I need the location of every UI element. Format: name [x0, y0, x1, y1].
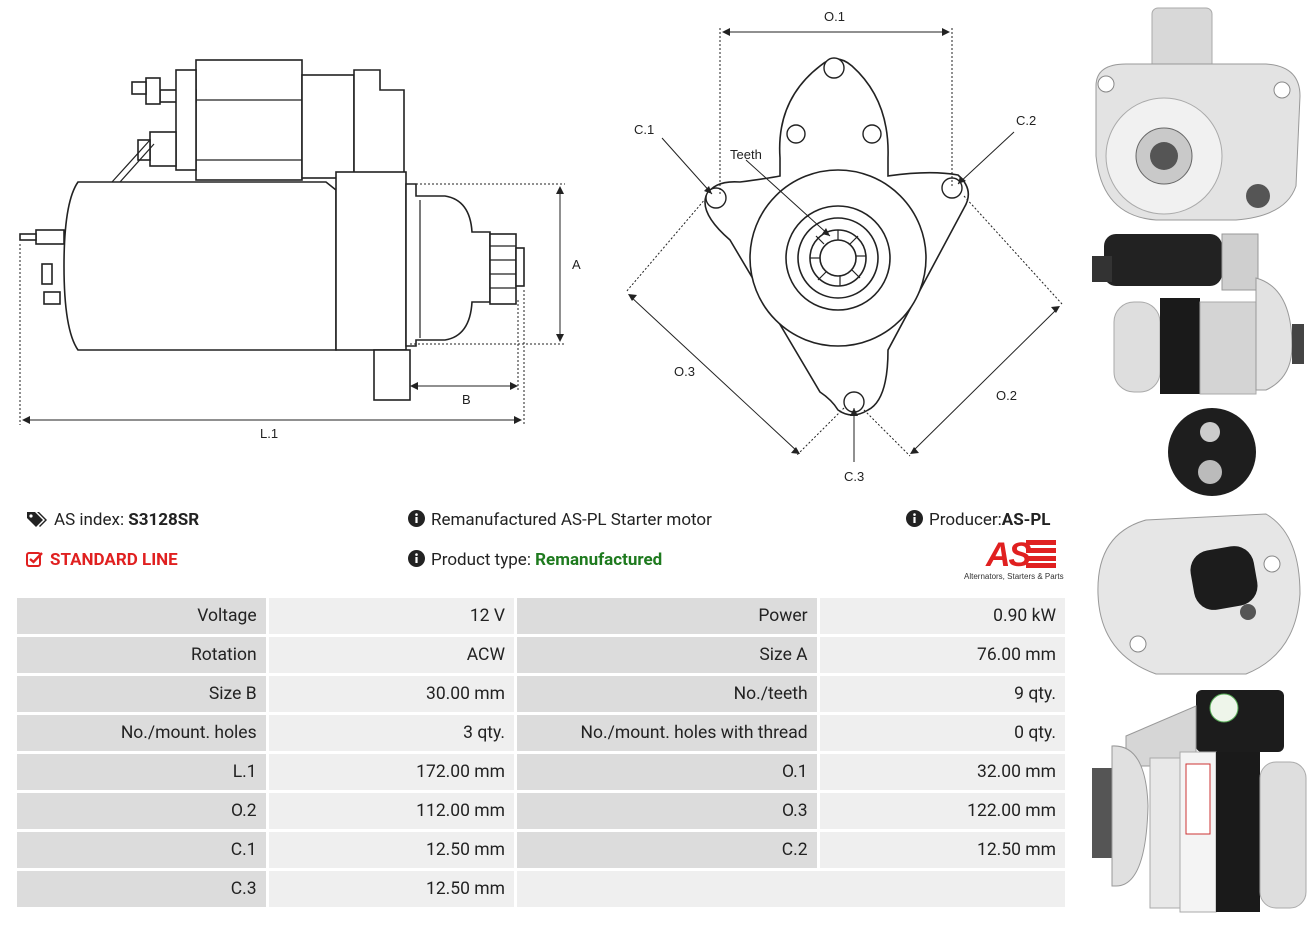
table-row: Voltage 12 V Power 0.90 kW	[17, 598, 1065, 634]
producer-value: AS-PL	[1001, 510, 1051, 530]
product-type-value: Remanufactured	[535, 550, 663, 570]
product-photo-front[interactable]	[1086, 6, 1310, 226]
spec-key: C.3	[17, 871, 266, 907]
standard-line: STANDARD LINE	[26, 550, 178, 570]
front-view-drawing: O.1 C.1 C.2 Teeth O.3 O.2 C.3	[625, 9, 1063, 484]
as-index-value: S3128SR	[128, 510, 200, 530]
table-row: L.1 172.00 mm O.1 32.00 mm	[17, 754, 1065, 790]
spec-value: 172.00 mm	[268, 754, 514, 790]
product-type: Product type: Remanufactured	[408, 550, 662, 570]
table-row: Size B 30.00 mm No./teeth 9 qty.	[17, 676, 1065, 712]
dim-label-o1: O.1	[824, 9, 845, 24]
spec-key: O.1	[516, 754, 817, 790]
table-row: Rotation ACW Size A 76.00 mm	[17, 637, 1065, 673]
spec-value: 112.00 mm	[268, 793, 514, 829]
table-row: C.1 12.50 mm C.2 12.50 mm	[17, 832, 1065, 868]
as-index: AS index: S3128SR	[26, 510, 199, 530]
logo-stripes	[1026, 540, 1056, 568]
spec-table: Voltage 12 V Power 0.90 kW Rotation ACW …	[14, 595, 1068, 910]
product-type-label: Product type:	[431, 550, 531, 570]
product-photo-rear[interactable]	[1086, 404, 1310, 680]
spec-value: 3 qty.	[268, 715, 514, 751]
spec-value: 12.50 mm	[268, 871, 514, 907]
spec-value: 30.00 mm	[268, 676, 514, 712]
spec-value: 122.00 mm	[819, 793, 1065, 829]
spec-key: Rotation	[17, 637, 266, 673]
spec-key: No./teeth	[516, 676, 817, 712]
dim-label-b: B	[462, 392, 471, 407]
empty-cell	[516, 871, 1065, 907]
dim-label-o2: O.2	[996, 388, 1017, 403]
spec-key: L.1	[17, 754, 266, 790]
spec-key: C.2	[516, 832, 817, 868]
spec-value: 12.50 mm	[819, 832, 1065, 868]
spec-key: C.1	[17, 832, 266, 868]
table-row: O.2 112.00 mm O.3 122.00 mm	[17, 793, 1065, 829]
dim-label-o3: O.3	[674, 364, 695, 379]
spec-value: 12 V	[268, 598, 514, 634]
tags-icon	[27, 512, 47, 527]
spec-key: Size B	[17, 676, 266, 712]
spec-key: Voltage	[17, 598, 266, 634]
spec-value: 32.00 mm	[819, 754, 1065, 790]
spec-value: 0.90 kW	[819, 598, 1065, 634]
dim-label-l1: L.1	[260, 426, 278, 441]
product-photo-label-side[interactable]	[1086, 686, 1310, 922]
table-row: C.3 12.50 mm	[17, 871, 1065, 907]
checkbox-checked-icon	[26, 552, 43, 567]
description-text: Remanufactured AS-PL Starter motor	[431, 510, 712, 530]
producer-label: Producer:	[929, 510, 1002, 530]
logo-text: AS	[986, 536, 1031, 574]
spec-value: 76.00 mm	[819, 637, 1065, 673]
table-row: No./mount. holes 3 qty. No./mount. holes…	[17, 715, 1065, 751]
spec-key: No./mount. holes with thread	[516, 715, 817, 751]
dim-label-c3: C.3	[844, 469, 864, 484]
side-view-drawing: A B L.1	[19, 59, 581, 441]
product-description: Remanufactured AS-PL Starter motor	[408, 510, 712, 530]
spec-key: Power	[516, 598, 817, 634]
spec-key: Size A	[516, 637, 817, 673]
as-pl-logo[interactable]: AS Alternators, Starters & Parts	[960, 538, 1070, 584]
product-photo-side[interactable]	[1086, 228, 1310, 398]
producer: Producer:AS-PL	[906, 510, 1051, 530]
dim-label-teeth: Teeth	[730, 147, 762, 162]
standard-line-label: STANDARD LINE	[50, 550, 178, 570]
info-icon	[408, 510, 425, 527]
info-icon	[906, 510, 923, 527]
dim-label-c1: C.1	[634, 122, 654, 137]
logo-tagline: Alternators, Starters & Parts	[964, 572, 1064, 581]
dim-label-a: A	[572, 257, 581, 272]
spec-key: No./mount. holes	[17, 715, 266, 751]
spec-value: 9 qty.	[819, 676, 1065, 712]
spec-key: O.3	[516, 793, 817, 829]
spec-value: 12.50 mm	[268, 832, 514, 868]
info-icon	[408, 550, 425, 567]
spec-key: O.2	[17, 793, 266, 829]
dim-label-c2: C.2	[1016, 113, 1036, 128]
spec-value: ACW	[268, 637, 514, 673]
as-index-label: AS index:	[54, 510, 125, 530]
spec-value: 0 qty.	[819, 715, 1065, 751]
